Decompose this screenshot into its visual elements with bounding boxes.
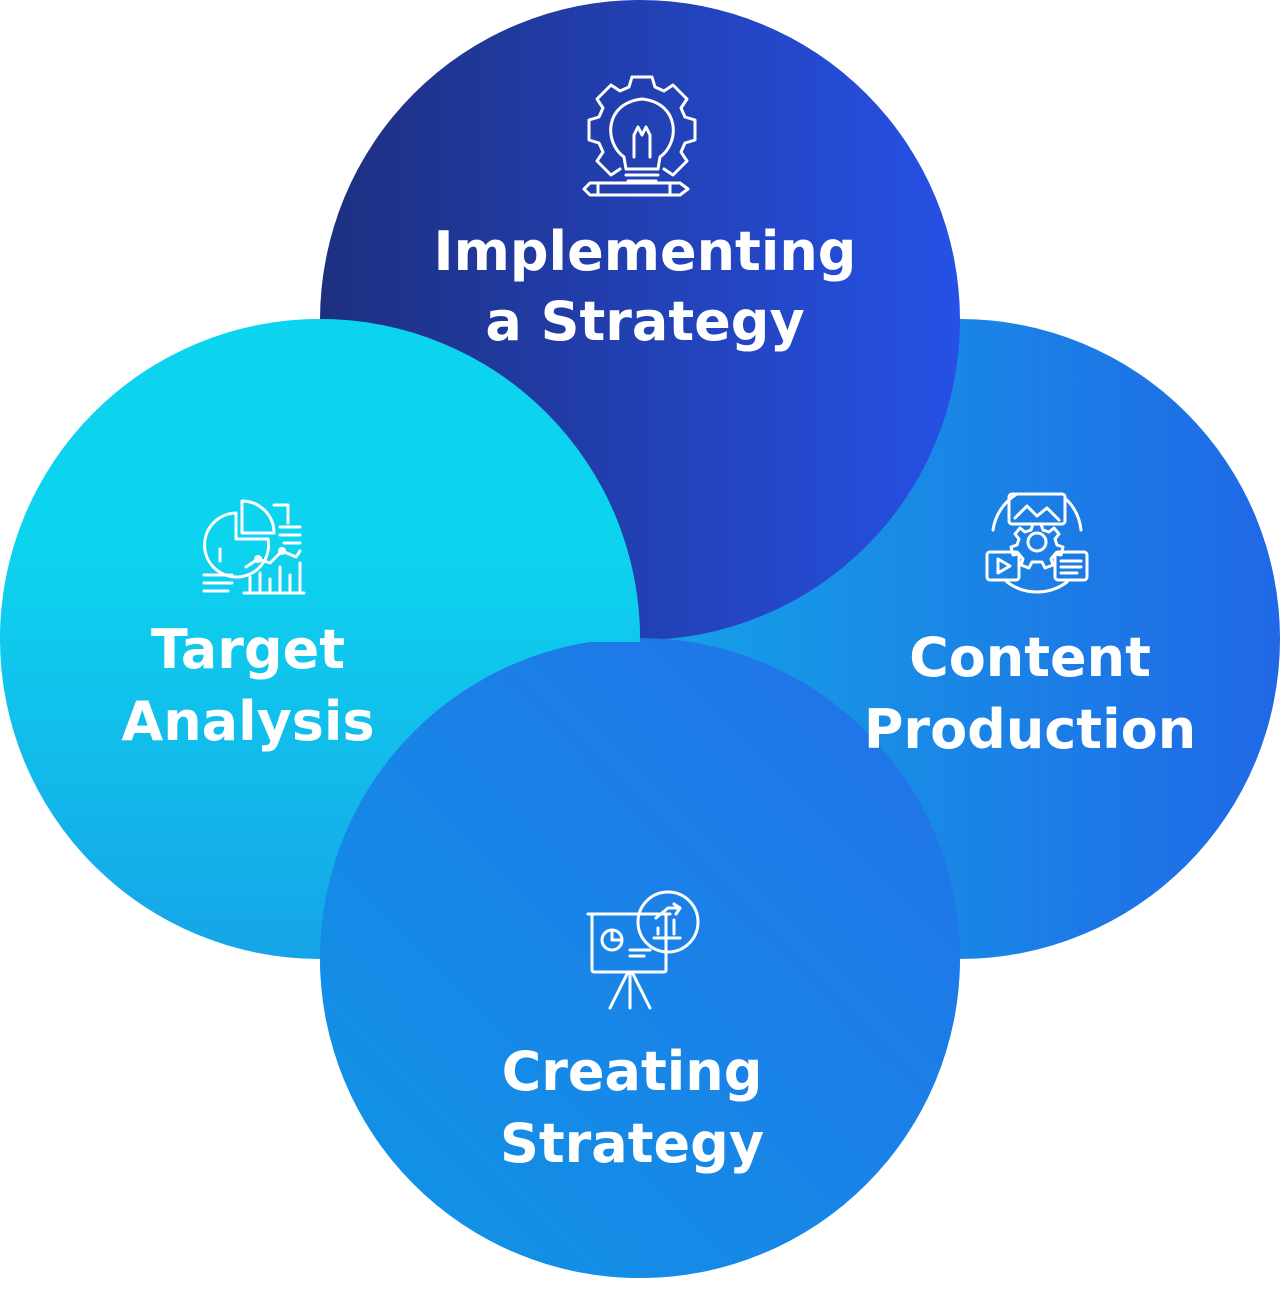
label-target-line1: Target [151,618,345,681]
presentation-board-icon [586,890,700,1010]
circle-target-analysis-upper [0,319,640,642]
label-creating-line1: Creating [502,1040,763,1103]
label-target-line2: Analysis [121,690,374,753]
circle-creating-strategy-overlap [320,642,960,1278]
lightbulb-gear-pencil-icon [582,75,697,197]
content-media-gear-icon [985,492,1089,594]
label-implementing-line1: Implementing [434,220,857,283]
analytics-charts-icon [202,499,306,595]
label-content-line2: Production [864,698,1196,761]
label-creating-line2: Strategy [500,1112,764,1175]
label-implementing-line2: a Strategy [485,290,804,353]
label-content-line1: Content [909,626,1151,689]
